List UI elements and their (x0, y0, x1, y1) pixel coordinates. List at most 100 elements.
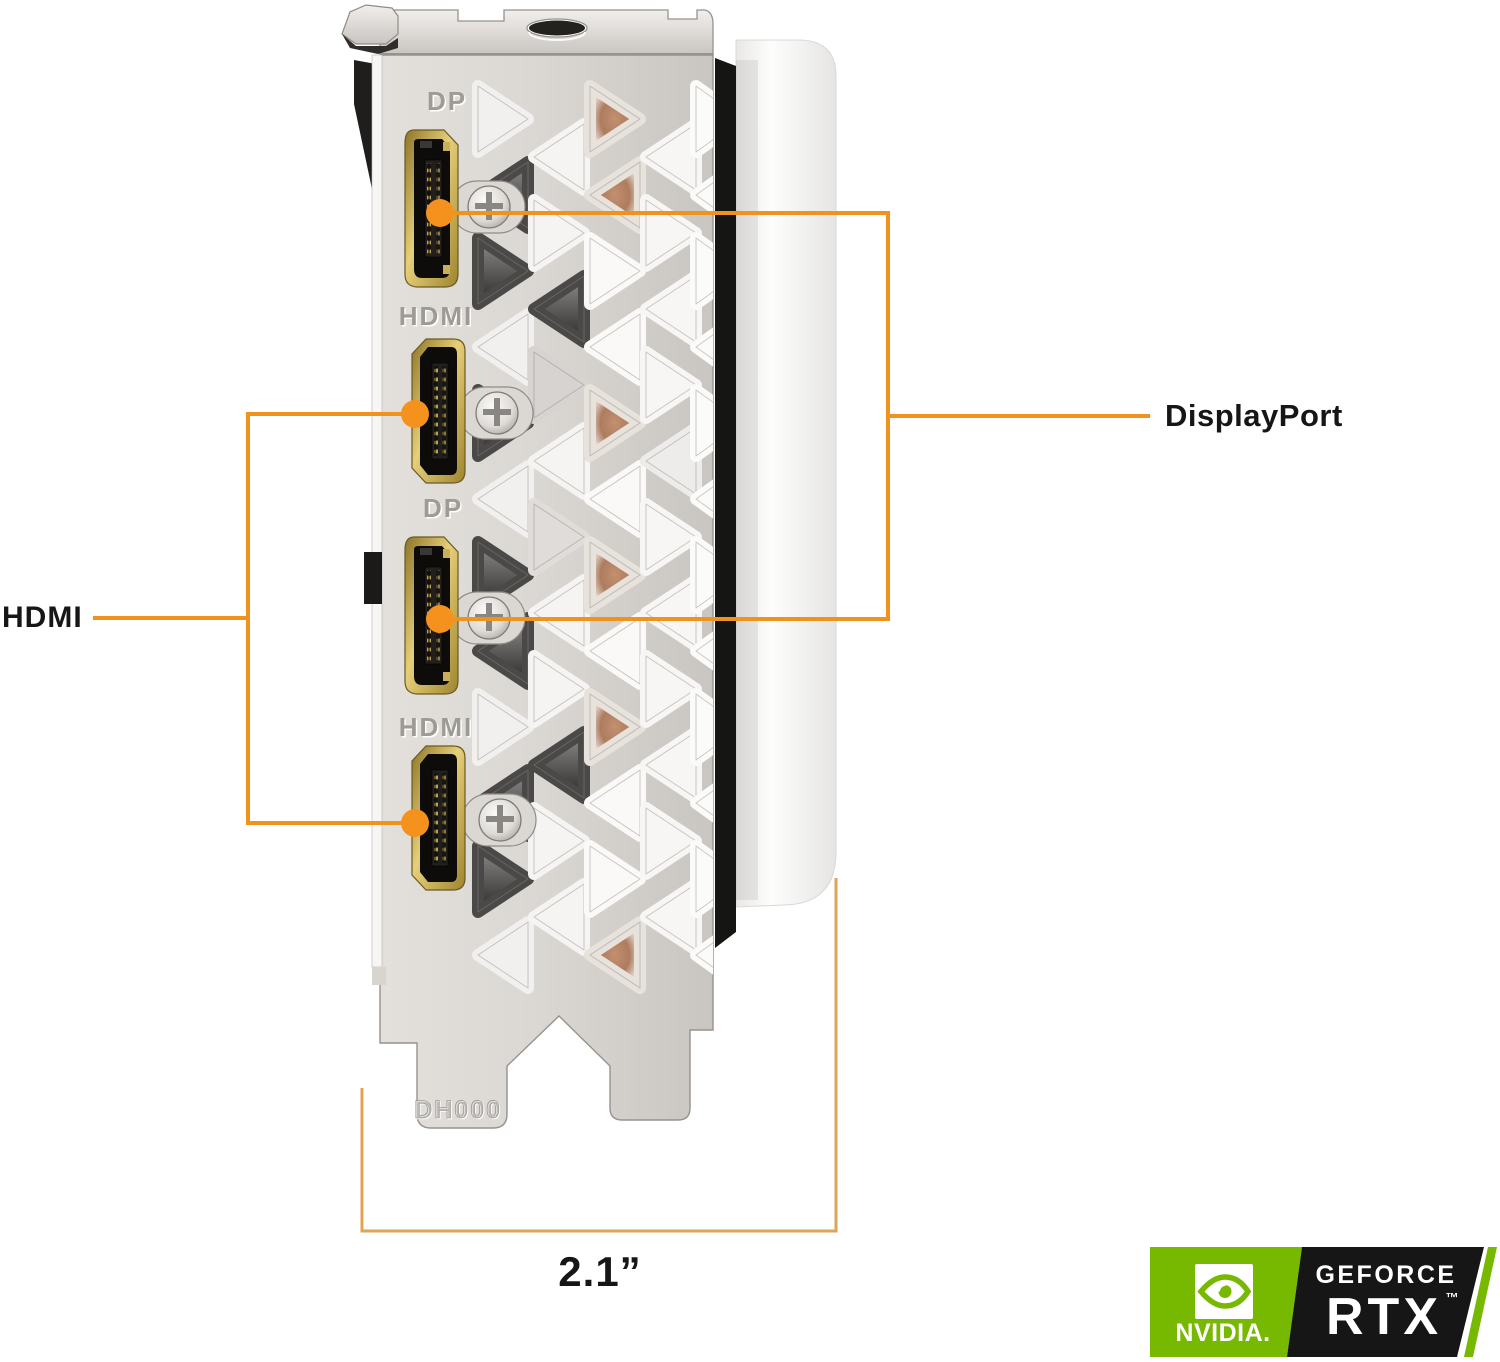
vent-cell-outline (477, 465, 529, 533)
vent-cell (690, 384, 713, 462)
vent-cell-outline (589, 313, 641, 381)
vent-cell-outline (477, 541, 529, 609)
vent-cell-outline (533, 503, 585, 571)
vent-cell-outline (695, 237, 713, 305)
side-notch (364, 552, 382, 604)
vent-cell (472, 80, 534, 158)
vent-cell (584, 612, 646, 690)
vent-cell-outline (533, 655, 585, 723)
trademark-symbol: ™ (1446, 1290, 1459, 1305)
vent-cell (640, 498, 702, 576)
bracket-face: DP HDMI DP HDMI DH000 (354, 54, 714, 1129)
vent-cell-outline (589, 85, 641, 153)
vent-cell (528, 498, 590, 576)
vent-cell (584, 764, 646, 842)
vent-cell (528, 270, 590, 348)
vent-cell (690, 232, 713, 310)
vent-cell-outline (645, 655, 697, 723)
vent-cell (472, 840, 534, 918)
port-label-dp-1: DP (427, 86, 467, 116)
vent-cell-outline (695, 85, 713, 153)
vent-cell (528, 802, 590, 880)
vent-cell (690, 80, 713, 158)
mount-slot (529, 20, 585, 36)
vent-cell-outline (477, 313, 529, 381)
vent-cell (690, 536, 713, 614)
displayport-1-dot (426, 199, 454, 227)
nvidia-eye-icon (1195, 1264, 1253, 1319)
vent-cell-outline (589, 845, 641, 913)
vent-cell-outline (477, 237, 529, 305)
vent-cell (528, 346, 590, 424)
screw-1 (450, 180, 526, 234)
vent-cell-outline (477, 693, 529, 761)
bracket-hook (341, 4, 399, 45)
vent-cell-outline (695, 389, 713, 457)
vent-cell-outline (645, 351, 697, 419)
badge-black-panel (1287, 1247, 1484, 1357)
vent-cell (584, 840, 646, 918)
bracket-top-tab (341, 4, 714, 57)
screw-2 (458, 386, 534, 440)
vent-cell-outline (533, 731, 585, 799)
bracket-side-lip (371, 54, 383, 968)
vent-cell-outline (533, 199, 585, 267)
measurement-bracket (360, 878, 838, 1233)
displayport-callout-label: DisplayPort (1165, 398, 1343, 433)
vent-cell (472, 916, 534, 994)
vent-cell-outline (589, 237, 641, 305)
vent-cell (584, 80, 646, 158)
hdmi-1-dot (401, 400, 429, 428)
vent-cell-outline (589, 389, 641, 457)
vent-cell (640, 346, 702, 424)
vent-cell-outline (589, 465, 641, 533)
nvidia-geforce-rtx-badge: NVIDIA. GEFORCE RTX ™ (1150, 1247, 1497, 1357)
vent-cell (584, 688, 646, 766)
vent-cell-outline (589, 693, 641, 761)
displayport-2-dot (426, 605, 454, 633)
vent-cell-outline (477, 85, 529, 153)
badge-green-slash (1464, 1247, 1497, 1357)
vent-cell-outline (477, 845, 529, 913)
vent-cell (690, 840, 713, 918)
vent-cell-outline (533, 883, 585, 951)
bracket-stamp-code: DH000 (414, 1096, 502, 1124)
vent-cell-outline (533, 275, 585, 343)
vent-cell (640, 194, 702, 272)
geforce-wordmark: GEFORCE (1315, 1261, 1456, 1289)
vent-cell (584, 384, 646, 462)
vent-cell-outline (695, 845, 713, 913)
width-measurement-label: 2.1” (558, 1248, 642, 1295)
vent-cell-outline (477, 921, 529, 989)
vent-cell-outline (695, 541, 713, 609)
vent-cell-outline (589, 617, 641, 685)
vent-cell (472, 460, 534, 538)
vent-cell (528, 422, 590, 500)
vent-cell-outline (645, 807, 697, 875)
vent-cell (472, 232, 534, 310)
card-edge-strip (715, 58, 736, 948)
screw-4 (461, 793, 537, 847)
vent-cell (528, 118, 590, 196)
vent-cell (472, 308, 534, 386)
vent-cell-outline (589, 769, 641, 837)
nvidia-wordmark: NVIDIA. (1175, 1319, 1270, 1347)
vent-cell-outline (695, 693, 713, 761)
vent-cell (528, 574, 590, 652)
port-label-hdmi-2: HDMI (399, 712, 473, 742)
body-shadow (736, 60, 758, 900)
vent-cell (528, 194, 590, 272)
card-body (735, 39, 837, 908)
vent-cell-outline (645, 199, 697, 267)
vent-cell (584, 232, 646, 310)
vent-cell (584, 308, 646, 386)
vent-cell-outline (589, 541, 641, 609)
vent-cell-outline (533, 351, 585, 419)
vent-cell (528, 650, 590, 728)
vent-cell (584, 460, 646, 538)
vent-cell (528, 726, 590, 804)
port-label-hdmi-1: HDMI (399, 301, 473, 331)
hdmi-2-dot (401, 809, 429, 837)
vent-cell-outline (533, 579, 585, 647)
